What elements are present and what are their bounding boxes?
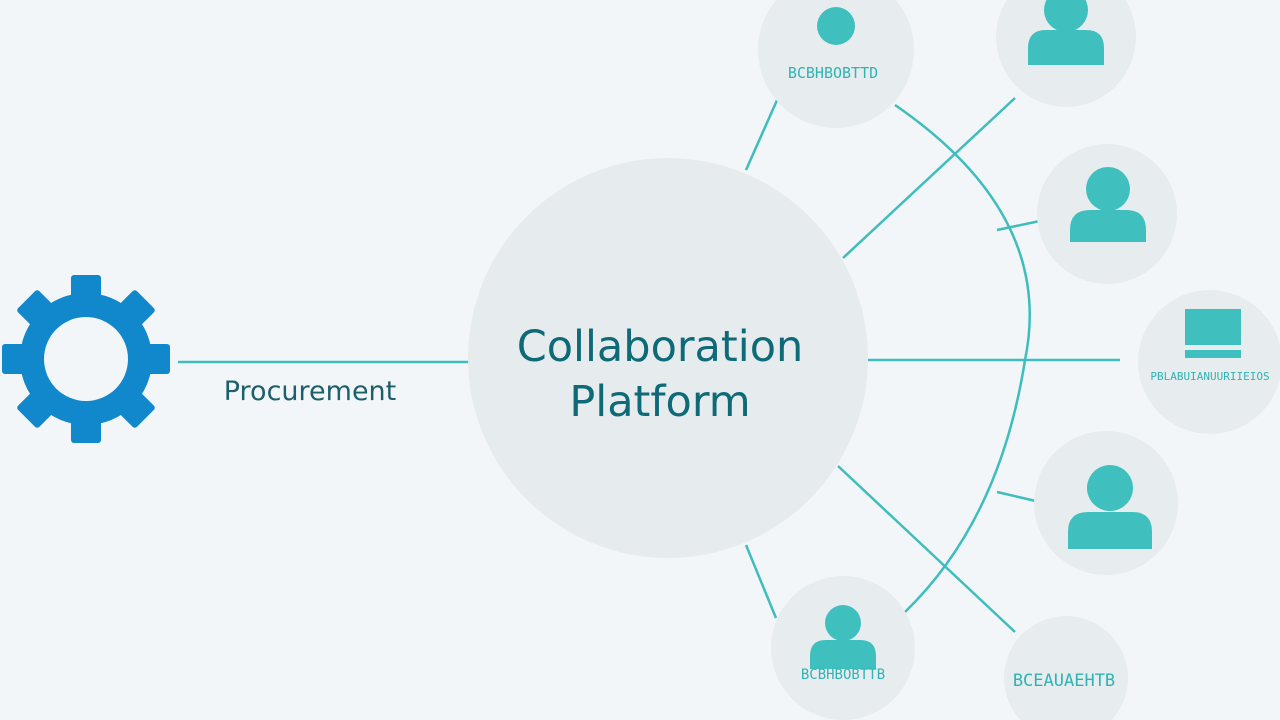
person-icon — [1028, 0, 1104, 65]
stakeholder-node-bottom: BCBHBOBTTB — [771, 576, 915, 720]
stakeholder-node-top: BCBHBOBTTD — [758, 0, 914, 128]
node-bottom-label: BCBHBOBTTB — [801, 667, 885, 683]
procurement-node: Procurement — [2, 275, 396, 443]
stakeholder-node-right-upper — [1037, 144, 1177, 284]
gear-icon — [2, 275, 170, 443]
stakeholder-arc — [894, 103, 1031, 613]
procurement-label: Procurement — [224, 376, 397, 407]
person-icon — [1068, 465, 1152, 549]
node-desktop-label: PBLABUIANUURIIEIOS — [1150, 370, 1269, 383]
stakeholder-node-desktop: PBLABUIANUURIIEIOS — [1138, 290, 1280, 434]
user-icon — [817, 7, 855, 45]
person-icon — [1070, 167, 1146, 242]
connector-bottom — [744, 544, 778, 619]
connection-lines — [178, 97, 1120, 633]
hub-title-line1: Collaboration — [517, 322, 804, 372]
hub-circle — [468, 158, 868, 558]
collaboration-hub: Collaboration Platform — [468, 158, 868, 558]
stakeholder-node-right-lower — [1034, 431, 1178, 575]
node-top-label: BCBHBOBTTD — [788, 64, 878, 82]
stakeholder-node-upper-right — [996, 0, 1136, 107]
connector-right-upper — [996, 219, 1041, 232]
node-bottom-right-label: BCEAUAEHTB — [1013, 671, 1115, 691]
connector-top — [744, 97, 780, 171]
hub-title-line2: Platform — [569, 377, 750, 427]
connector-upper-right — [842, 97, 1016, 259]
person-icon — [810, 605, 876, 669]
monitor-icon — [1185, 309, 1241, 358]
stakeholder-node-bottom-right: BCEAUAEHTB — [1004, 616, 1128, 720]
connector-right-lower — [996, 490, 1041, 504]
connector-lower-right — [837, 465, 1016, 633]
